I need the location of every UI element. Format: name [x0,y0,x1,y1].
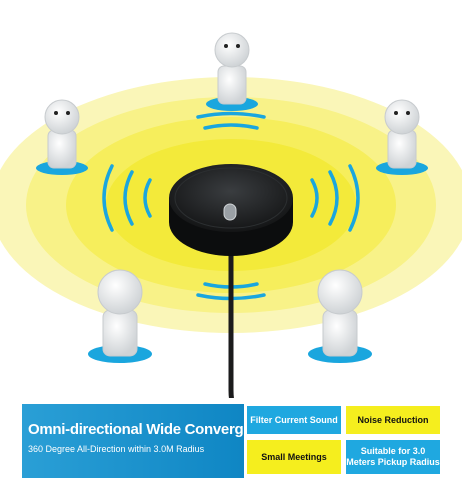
headline-subtitle: 360 Degree All-Direction within 3.0M Rad… [28,444,205,454]
headline-panel [22,404,244,478]
person-figure-icon [308,269,372,363]
sound-wave-icon [102,111,360,301]
conference-microphone-icon [169,164,293,256]
feature-tag-noise-reduction: Noise Reduction [346,406,440,434]
feature-tag-pickup-radius: Suitable for 3.0 Meters Pickup Radius [346,440,440,474]
headline-title: Omni-directional Wide Convergence [28,421,277,438]
person-figure-icon [206,32,258,111]
person-figure-icon [376,99,428,175]
person-figure-icon [88,269,152,363]
feature-tag-small-meetings: Small Meetings [247,440,341,474]
person-figure-icon [36,99,88,175]
feature-tag-filter-sound: Filter Current Sound [247,406,341,434]
